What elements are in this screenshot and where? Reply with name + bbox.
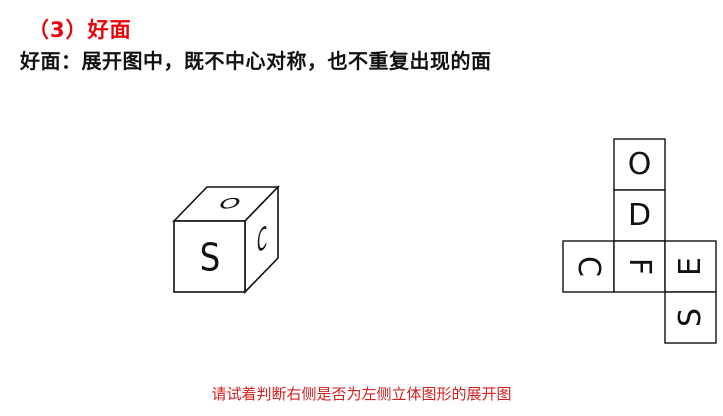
net-face-e bbox=[664, 240, 717, 293]
cube-right-letter: C bbox=[257, 218, 267, 261]
cube-figure bbox=[172, 185, 280, 294]
cube-top-letter: O bbox=[218, 195, 242, 213]
net-letter-c: C bbox=[571, 256, 606, 277]
net-letter-d: D bbox=[628, 198, 651, 233]
cube-front-letter: S bbox=[200, 236, 221, 280]
definition-text: 好面：展开图中，既不中心对称，也不重复出现的面 bbox=[20, 49, 492, 73]
net-letter-s: S bbox=[673, 308, 708, 327]
section-title: （3）好面 bbox=[28, 18, 132, 42]
net-letter-e: E bbox=[673, 257, 708, 276]
net-face-s bbox=[664, 291, 717, 344]
net-letter-f: F bbox=[622, 258, 657, 275]
question-caption: 请试着判断右侧是否为左侧立体图形的展开图 bbox=[211, 385, 512, 403]
net-face-c bbox=[562, 240, 615, 293]
net-letter-o: O bbox=[628, 147, 652, 182]
cube-net bbox=[562, 138, 717, 344]
cube-front-face bbox=[173, 220, 246, 293]
